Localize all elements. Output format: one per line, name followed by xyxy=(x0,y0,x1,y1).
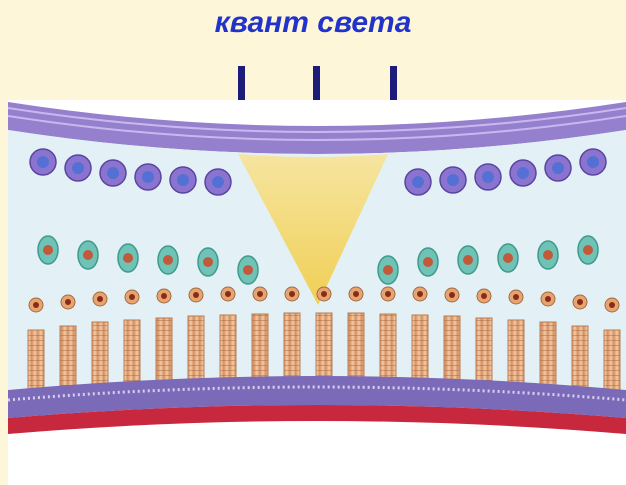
retina-cross-section-illustration xyxy=(8,100,626,485)
retina-illustration xyxy=(8,100,626,485)
diagram-title: квант света xyxy=(0,6,626,40)
